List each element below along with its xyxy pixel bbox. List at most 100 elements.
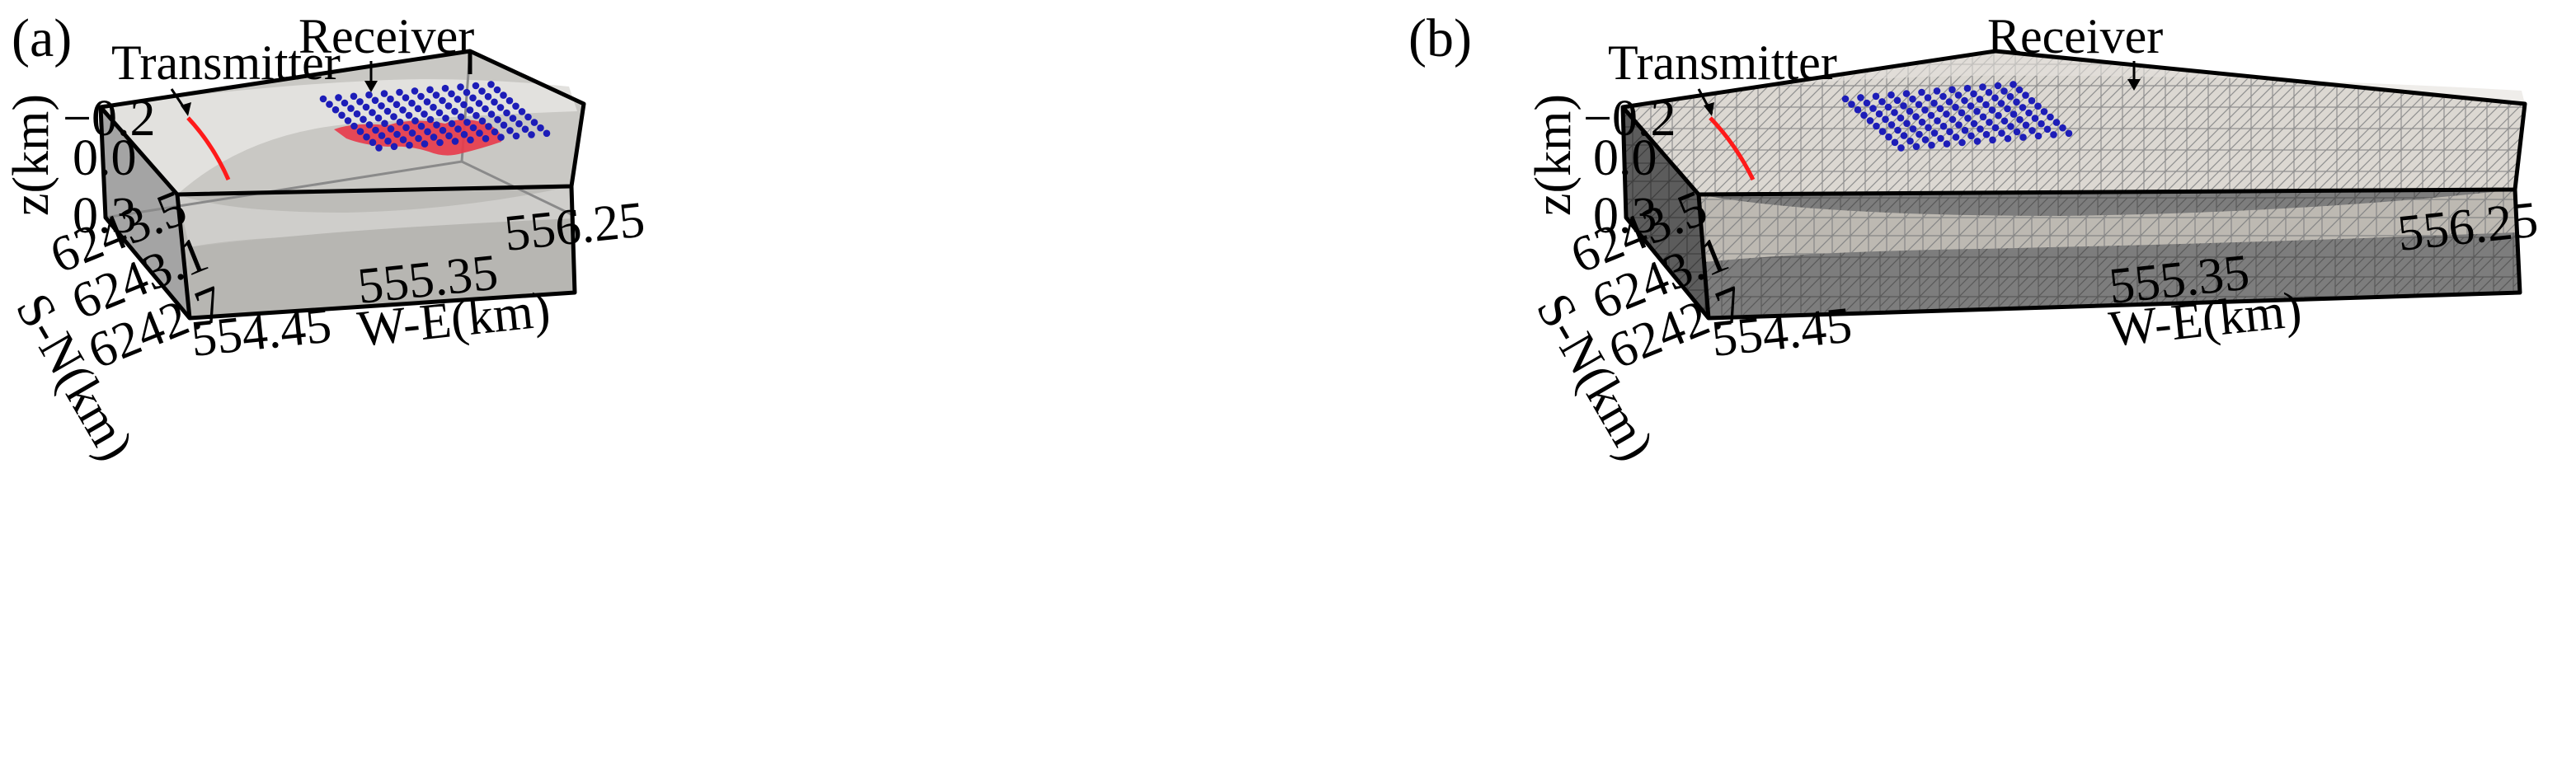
receiver-station (1921, 106, 1929, 114)
panel-a-receiver-label: Receiver (298, 9, 474, 63)
receiver-station (497, 134, 505, 141)
receiver-station (1939, 122, 1948, 130)
receiver-station (1872, 92, 1880, 101)
receiver-station (378, 132, 386, 139)
receiver-station (365, 121, 374, 129)
receiver-station (1848, 101, 1855, 108)
receiver-station (476, 129, 483, 137)
receiver-station (2031, 115, 2039, 122)
receiver-station (344, 117, 352, 124)
receiver-station (491, 98, 498, 106)
receiver-station (1939, 92, 1947, 101)
receiver-station (1997, 100, 2005, 107)
receiver-station (435, 109, 444, 117)
receiver-station (2010, 81, 2017, 88)
receiver-station (1894, 126, 1901, 134)
receiver-station (2019, 104, 2027, 111)
receiver-station (493, 86, 501, 94)
receiver-station (350, 92, 358, 101)
receiver-station (436, 138, 444, 147)
receiver-station (408, 129, 416, 137)
receiver-station (1863, 99, 1871, 107)
receiver-station (393, 101, 401, 109)
receiver-station (347, 105, 355, 112)
receiver-station (380, 90, 388, 97)
receiver-station (2004, 134, 2012, 143)
receiver-station (1912, 143, 1920, 151)
receiver-station (2004, 105, 2011, 113)
receiver-station (2034, 132, 2042, 140)
receiver-station (1887, 91, 1895, 99)
receiver-station (1961, 126, 1969, 134)
receiver-station (1928, 141, 1935, 149)
receiver-station (466, 106, 474, 114)
receiver-station (387, 95, 394, 103)
receiver-station (460, 130, 468, 138)
receiver-station (2000, 87, 2008, 95)
receiver-station (399, 136, 407, 143)
receiver-station (530, 119, 538, 126)
receiver-station (448, 119, 456, 128)
panel-a-z-axis-title: z(km) (3, 94, 59, 216)
receiver-station (1943, 110, 1950, 118)
receiver-station (1991, 124, 2000, 132)
receiver-station (475, 100, 483, 107)
receiver-station (472, 111, 480, 119)
receiver-station (439, 96, 446, 105)
receiver-station (1973, 138, 1981, 145)
receiver-station (2015, 86, 2024, 94)
receiver-station (512, 102, 519, 110)
receiver-station (433, 121, 440, 129)
panel-b-top-surface (1623, 51, 2525, 194)
receiver-station (451, 107, 458, 115)
receiver-station (469, 94, 477, 102)
receiver-station (509, 115, 517, 122)
receiver-station (1977, 125, 1984, 133)
panel-b-receiver-label: Receiver (1987, 9, 2163, 63)
receiver-station (1897, 144, 1905, 152)
receiver-station (1878, 128, 1887, 135)
receiver-station (2016, 115, 2024, 124)
receiver-station (448, 90, 455, 98)
receiver-station (487, 81, 495, 88)
panel-b-z-axis-title: z(km) (1525, 94, 1582, 216)
panel-b-left-face (1623, 107, 1709, 318)
panel-a-lower-layer (190, 218, 575, 318)
panel-b-label: (b) (1408, 8, 1472, 68)
panel-b-upper-layer (1699, 190, 2517, 262)
panel-b-transmitter-arrowhead (1704, 102, 1714, 116)
receiver-station (1912, 113, 1920, 120)
receiver-station (417, 122, 425, 130)
receiver-station (1963, 84, 1972, 92)
receiver-station (405, 111, 413, 119)
receiver-station (1973, 107, 1981, 115)
receiver-station (2013, 98, 2020, 106)
receiver-station (372, 126, 379, 134)
panel-a-subsurface-layer (177, 186, 575, 247)
panel-b-receiver-grid (1841, 81, 2073, 152)
receiver-station (402, 124, 410, 132)
receiver-station (326, 101, 333, 108)
receiver-station (1906, 107, 1914, 115)
panel-b-transmitter-line (1709, 116, 1756, 181)
receiver-station (1967, 102, 1975, 110)
receiver-station (445, 132, 453, 140)
receiver-station (1860, 111, 1868, 119)
receiver-station (1891, 109, 1898, 116)
receiver-station (2019, 134, 2027, 141)
receiver-station (2007, 123, 2014, 130)
receiver-station (512, 132, 520, 140)
receiver-station (1841, 95, 1850, 103)
receiver-station (1958, 138, 1966, 147)
receiver-station (1900, 102, 1907, 110)
receiver-station (1948, 115, 1957, 124)
receiver-station (421, 140, 429, 148)
receiver-station (356, 128, 364, 135)
panel-a-z-tick: −0.2 (63, 91, 155, 147)
receiver-station (1954, 91, 1963, 99)
receiver-station (494, 115, 501, 124)
panel-a-z-tick: 0.0 (73, 130, 137, 186)
panel-b-box-top-edge (1620, 49, 2527, 197)
receiver-station (484, 92, 492, 101)
receiver-station (1897, 114, 1905, 122)
